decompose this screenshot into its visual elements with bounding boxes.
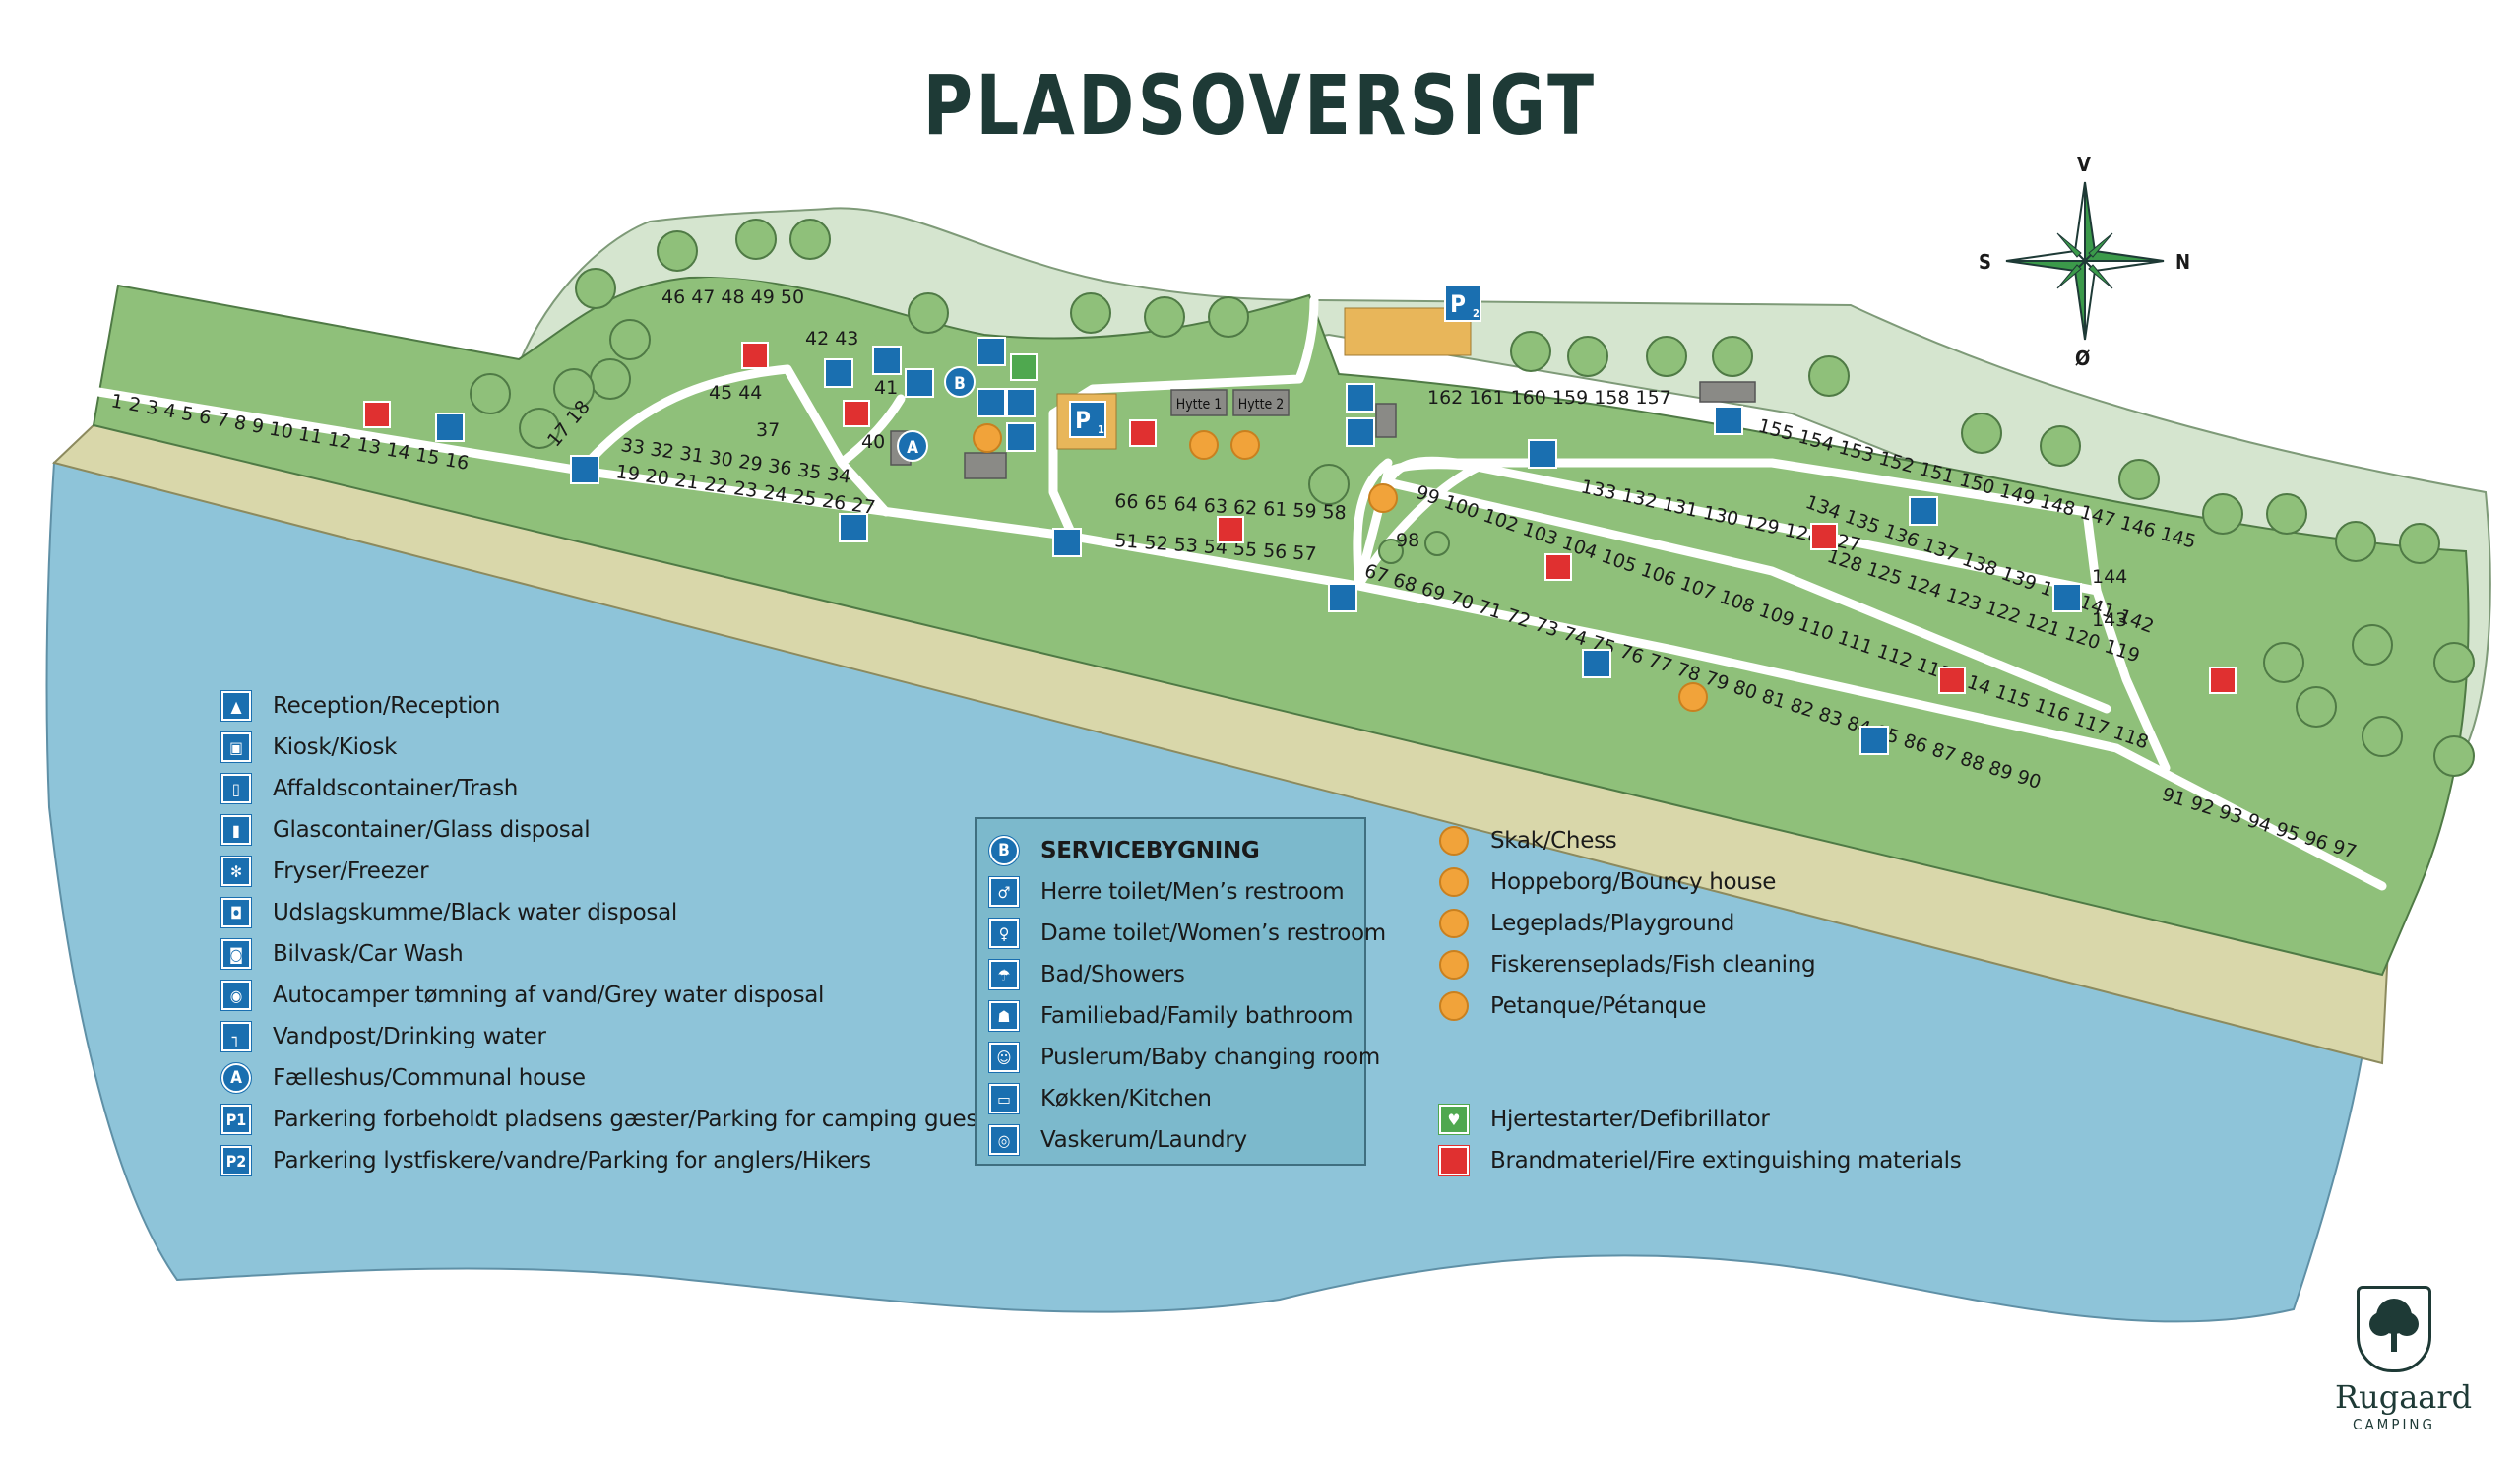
site-143: 143 <box>2092 609 2127 631</box>
brand-logo: Rugaard CAMPING <box>2335 1286 2473 1433</box>
service-building-icon: B <box>988 835 1020 866</box>
fish-cleaning-icon <box>1439 950 1469 980</box>
trash-icon: ▯ <box>220 773 252 804</box>
legend-car-wash: ◙Bilvask/Car Wash <box>220 937 464 971</box>
compass-rose-icon <box>2005 181 2165 341</box>
compass-north-label: V <box>2077 153 2091 176</box>
map-defibrillator-icon[interactable] <box>1010 353 1038 381</box>
car-wash-icon: ◙ <box>220 938 252 970</box>
womens-restroom-icon: ♀ <box>988 918 1020 949</box>
map-drinking-water-icons[interactable] <box>435 358 2082 755</box>
fire-extinguisher-icon <box>1438 1145 1470 1176</box>
drinking-water-icon: ┐ <box>220 1021 252 1052</box>
map-service-building-glyph: B <box>954 374 966 394</box>
legend-defibrillator: ♥Hjertestarter/Defibrillator <box>1438 1103 1770 1136</box>
black-water-icon: ◘ <box>220 897 252 928</box>
legend-petanque: Petanque/Pétanque <box>1439 989 1706 1023</box>
map-service-building-icon[interactable] <box>944 366 976 398</box>
legend-baby-changing: ☺Puslerum/Baby changing room <box>988 1041 1380 1074</box>
shower-icon: ☂ <box>988 959 1020 990</box>
legend-fish-cleaning: Fiskerenseplads/Fish cleaning <box>1439 948 1816 982</box>
legend-kiosk: ▣Kiosk/Kiosk <box>220 730 397 764</box>
reception-icon: ▲ <box>220 690 252 722</box>
petanque-icon <box>1439 991 1469 1021</box>
brand-name: Rugaard <box>2335 1378 2473 1416</box>
site-144: 144 <box>2092 566 2127 588</box>
baby-changing-icon: ☺ <box>988 1042 1020 1073</box>
legend-fire-extinguisher: Brandmateriel/Fire extinguishing materia… <box>1438 1144 1962 1177</box>
glass-disposal-icon: ▮ <box>220 814 252 846</box>
compass-south-label: Ø <box>2075 347 2091 370</box>
legend-black-water: ◘Udslagskumme/Black water disposal <box>220 896 677 929</box>
bouncy-house-icon <box>1439 867 1469 897</box>
freezer-icon: ✻ <box>220 856 252 887</box>
map-service-icons[interactable] <box>872 337 1375 452</box>
service-building-legend <box>975 817 1366 1166</box>
map-parking-p2-sub: 2 <box>1473 307 1480 320</box>
map-parking-p2-glyph: P <box>1450 290 1466 318</box>
map-parking-p1-icon[interactable] <box>1069 401 1106 438</box>
map-communal-house-glyph: A <box>907 438 918 458</box>
defibrillator-icon: ♥ <box>1438 1104 1470 1135</box>
playground-icon <box>1439 909 1469 938</box>
map-parking-p2-icon[interactable] <box>1444 285 1481 322</box>
kitchen-icon: ▭ <box>988 1083 1020 1114</box>
legend-bouncy-house: Hoppeborg/Bouncy house <box>1439 865 1776 899</box>
legend-showers: ☂Bad/Showers <box>988 958 1185 991</box>
site-41: 41 <box>874 377 898 399</box>
grey-water-icon: ◉ <box>220 980 252 1011</box>
sites-44-45: 45 44 <box>709 382 762 404</box>
sites-42-43: 42 43 <box>805 328 858 349</box>
compass-east-label: N <box>2175 250 2191 274</box>
oak-tree-logo-icon <box>2357 1286 2431 1372</box>
map-fire-extinguisher-icons[interactable] <box>363 342 2236 694</box>
parking-guests-icon: P1 <box>220 1104 252 1135</box>
page-title: PLADSOVERSIGT <box>922 57 1598 154</box>
map-parking-p1-sub: 1 <box>1098 423 1104 436</box>
legend-family-bathroom: ☗Familiebad/Family bathroom <box>988 999 1354 1033</box>
hytte-2-label: Hytte 2 <box>1238 397 1285 413</box>
legend-laundry: ◎Vaskerum/Laundry <box>988 1123 1247 1157</box>
map-communal-house-icon[interactable] <box>897 430 928 462</box>
brand-subtitle: CAMPING <box>2353 1416 2435 1433</box>
kiosk-icon: ▣ <box>220 731 252 763</box>
legend-mens-restroom: ♂Herre toilet/Men’s restroom <box>988 875 1345 909</box>
legend-glass: ▮Glascontainer/Glass disposal <box>220 813 591 847</box>
parking-anglers-icon: P2 <box>220 1145 252 1176</box>
grass-area <box>92 276 2470 977</box>
family-bathroom-icon: ☗ <box>988 1000 1020 1032</box>
legend-freezer: ✻Fryser/Freezer <box>220 855 429 888</box>
chess-icon <box>1439 826 1469 856</box>
legend-womens-restroom: ♀Dame toilet/Women’s restroom <box>988 917 1386 950</box>
site-40: 40 <box>861 431 885 453</box>
legend-trash: ▯Affaldscontainer/Trash <box>220 772 518 805</box>
sites-157-162: 162 161 160 159 158 157 <box>1427 387 1671 409</box>
trees <box>470 219 2475 777</box>
map-parking-p1-glyph: P <box>1075 407 1091 434</box>
map-activity-icons[interactable] <box>973 423 1708 712</box>
communal-house-icon: A <box>220 1062 252 1094</box>
hytte-1-label: Hytte 1 <box>1176 397 1223 413</box>
laundry-icon: ◎ <box>988 1124 1020 1156</box>
mens-restroom-icon: ♂ <box>988 876 1020 908</box>
compass-west-label: S <box>1979 250 1991 274</box>
sites-46-50: 46 47 48 49 50 <box>662 286 804 308</box>
grass-upper <box>581 278 886 413</box>
legend-playground: Legeplads/Playground <box>1439 907 1734 940</box>
site-98: 98 <box>1396 530 1419 551</box>
legend-kitchen: ▭Køkken/Kitchen <box>988 1082 1212 1115</box>
legend-drinking-water: ┐Vandpost/Drinking water <box>220 1020 546 1053</box>
legend-grey-water: ◉Autocamper tømning af vand/Grey water d… <box>220 979 824 1012</box>
site-37: 37 <box>756 419 780 441</box>
legend-chess: Skak/Chess <box>1439 824 1617 858</box>
legend-reception: ▲Reception/Reception <box>220 689 500 723</box>
oak-tree-icon <box>2369 1299 2419 1352</box>
